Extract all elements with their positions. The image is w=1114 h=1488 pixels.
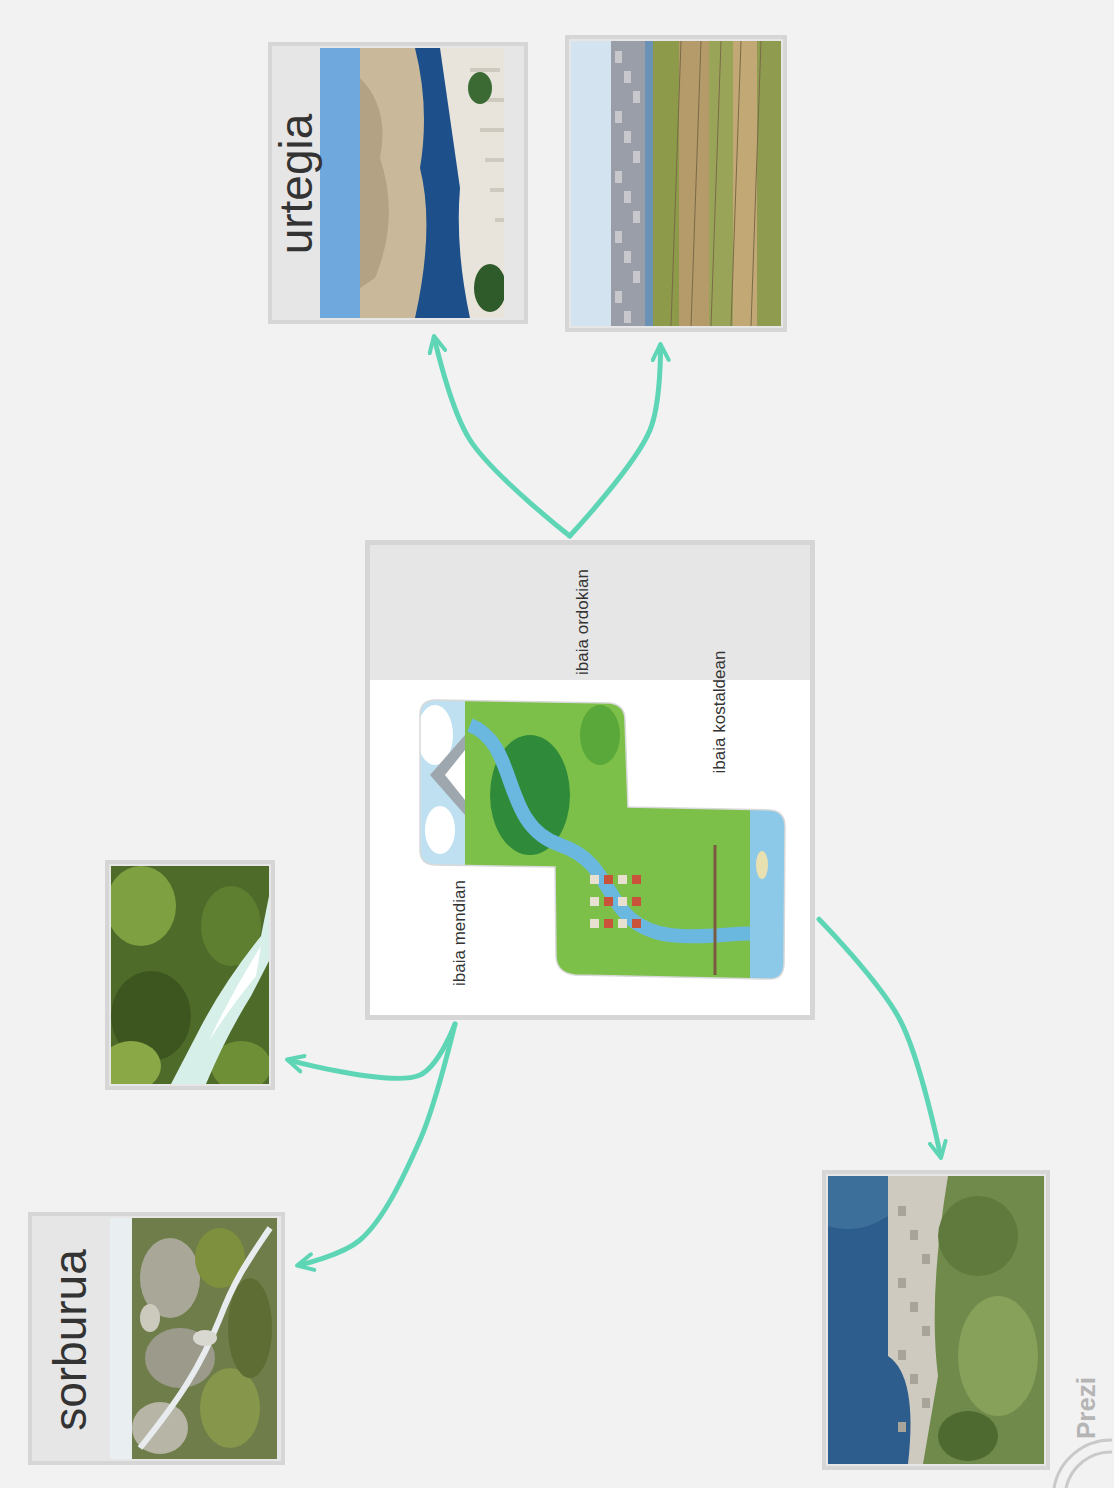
photo-image	[320, 48, 504, 318]
watermark-logo	[1054, 1440, 1112, 1488]
photo-box: sorburua	[28, 1212, 285, 1465]
photo-box	[822, 1170, 1050, 1470]
curved-arrow	[570, 346, 661, 536]
curved-arrow	[289, 1024, 455, 1078]
photo	[111, 866, 269, 1084]
photo	[828, 1176, 1044, 1464]
photo-image	[571, 41, 781, 326]
watermark: Prezi	[1071, 1377, 1102, 1439]
photo	[110, 1218, 277, 1459]
photo-title: urtegia	[270, 114, 323, 255]
photo	[370, 545, 810, 1015]
photo-box	[105, 860, 275, 1090]
photo-image	[110, 1218, 277, 1459]
curved-arrow	[299, 1024, 455, 1265]
photo-image	[828, 1176, 1044, 1464]
photo-box: urtegia	[268, 42, 528, 324]
photo	[320, 48, 504, 318]
section-label: ibaia ordokian	[573, 569, 593, 675]
photo-image	[111, 866, 269, 1084]
photo-box	[565, 35, 787, 332]
photo-title: sorburua	[44, 1249, 97, 1431]
curved-arrow	[819, 919, 941, 1156]
section-label: ibaia mendian	[450, 880, 470, 986]
section-label: ibaia kostaldean	[710, 651, 730, 774]
overview-box: ibaia mendian ibaia ordokian ibaia kostald…	[365, 540, 815, 1020]
curved-arrow	[434, 338, 569, 536]
photo	[571, 41, 781, 326]
